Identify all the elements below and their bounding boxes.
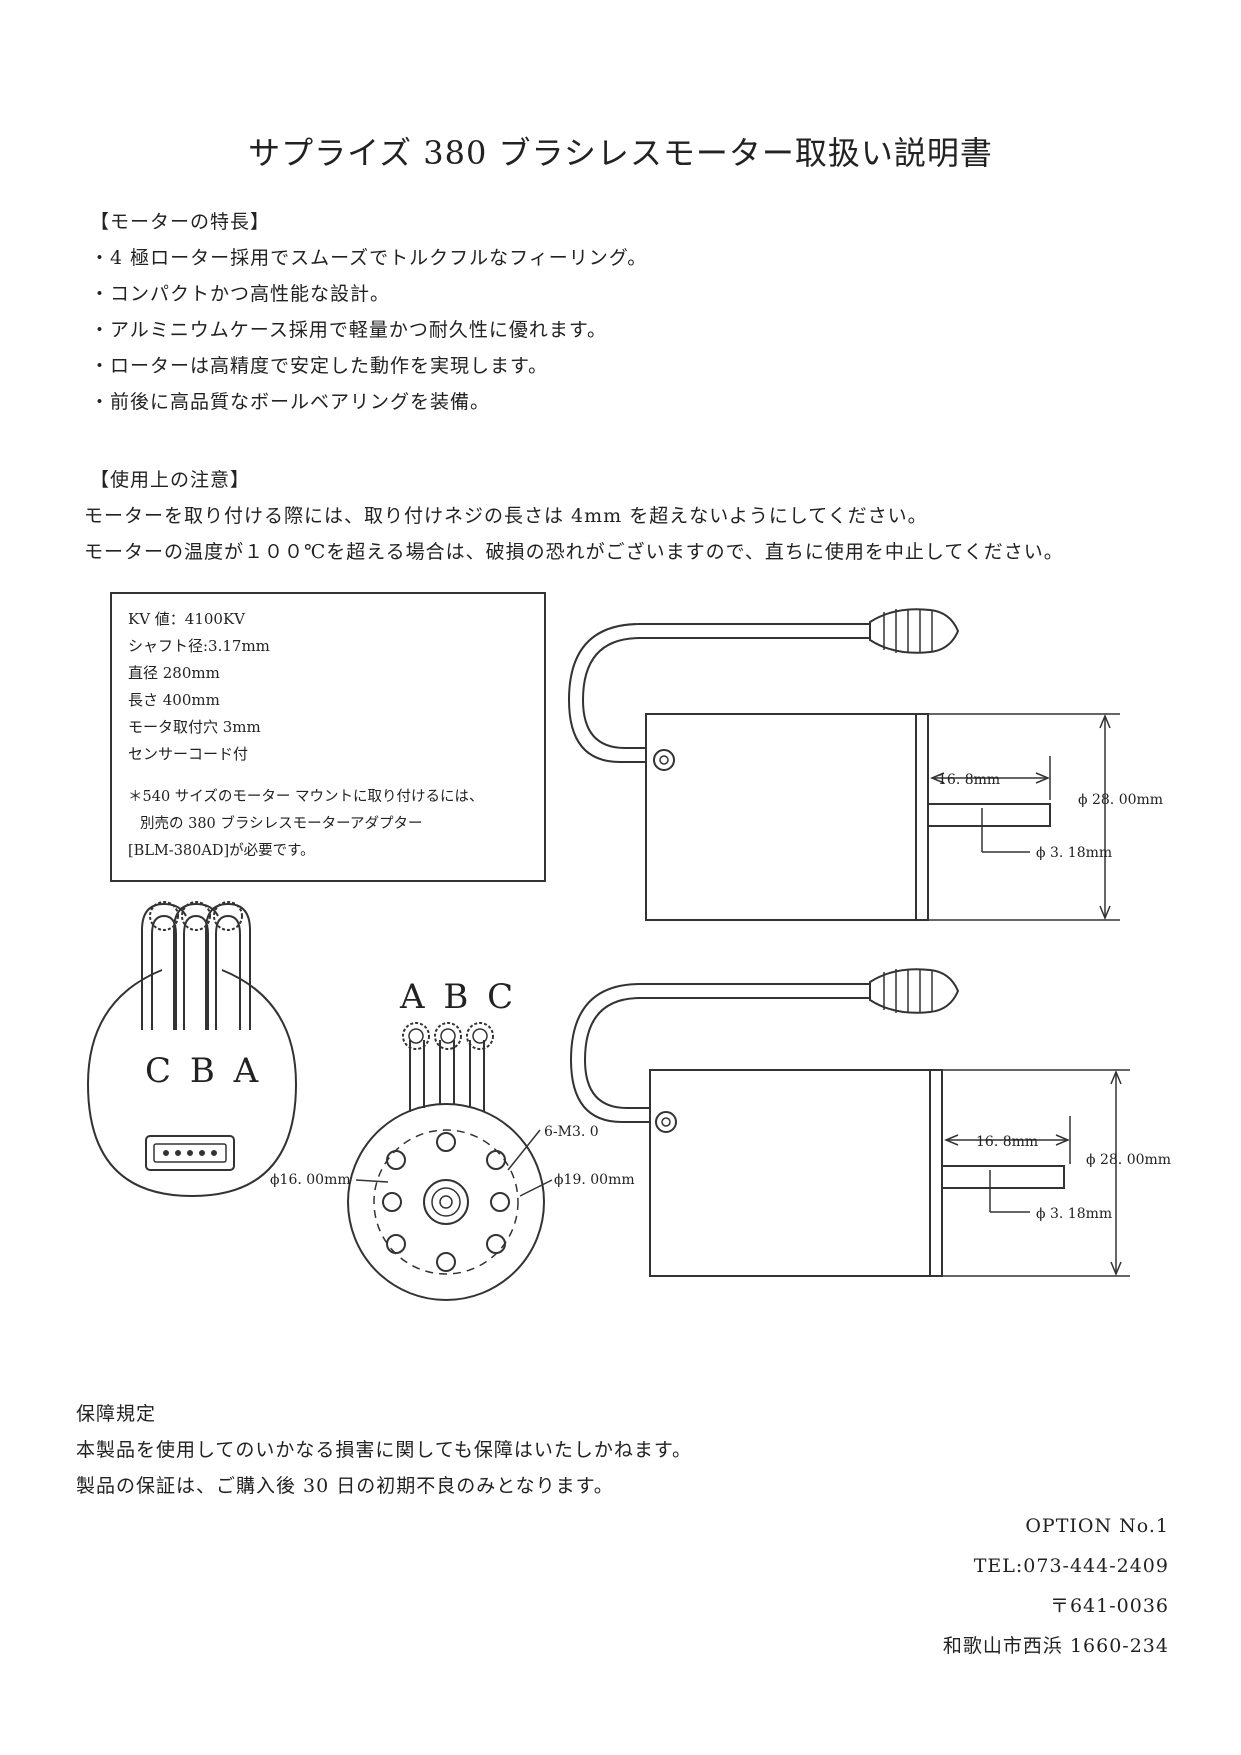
warranty-item: 本製品を使用してのいかなる損害に関しても保障はいたしかねます。: [76, 1439, 693, 1461]
features-section: 【モーターの特長】 ・4 極ローター採用でスムーズでトルクフルなフィーリング。 …: [90, 204, 647, 420]
spec-note: [BLM-380AD]が必要です。: [128, 843, 315, 859]
company-name: OPTION No.1: [1025, 1515, 1169, 1537]
front-wire-labels: A B C: [399, 977, 517, 1017]
feature-item: ・ローターは高精度で安定した動作を実現します。: [90, 355, 549, 377]
company-tel: TEL:073-444-2409: [973, 1555, 1169, 1577]
warranty-heading: 保障規定: [76, 1403, 157, 1425]
dim-hole-circle-small: ϕ16. 00mm: [270, 1172, 351, 1188]
side-view-top: [567, 608, 1120, 921]
side-view-bottom: [569, 968, 1130, 1277]
caution-item: モーターの温度が１００℃を超える場合は、破損の恐れがございますので、直ちに使用を…: [84, 541, 1064, 563]
spec-item: KV 値：4100KV: [128, 610, 246, 628]
company-address: 和歌山市西浜 1660-234: [942, 1635, 1169, 1657]
spec-item: 直径 280mm: [128, 664, 220, 682]
warranty-item: 製品の保証は、ご購入後 30 日の初期不良のみとなります。: [76, 1475, 614, 1497]
dim-shaft-diameter-bottom: ϕ 3. 18mm: [1036, 1206, 1112, 1222]
dim-diameter-bottom: ϕ 28. 00mm: [1086, 1152, 1171, 1168]
caution-section: 【使用上の注意】 モーターを取り付ける際には、取り付けネジの長さは 4mm を超…: [84, 462, 1064, 570]
spec-item: 長さ 400mm: [128, 691, 220, 709]
dim-mount-screws: 6-M3. 0: [544, 1124, 599, 1140]
spec-item: センサーコード付: [128, 745, 249, 763]
warranty-section: 保障規定 本製品を使用してのいかなる損害に関しても保障はいたしかねます。 製品の…: [76, 1396, 692, 1504]
dim-shaft-diameter-top: ϕ 3. 18mm: [1036, 845, 1112, 861]
spec-box: KV 値：4100KV シャフト径:3.17mm 直径 280mm 長さ 400…: [110, 592, 546, 882]
caution-heading: 【使用上の注意】: [90, 469, 251, 491]
page-title: サプライズ 380 ブラシレスモーター取扱い説明書: [248, 134, 993, 172]
front-view: [347, 1022, 553, 1301]
feature-item: ・コンパクトかつ高性能な設計。: [90, 283, 391, 305]
spec-item: モータ取付穴 3mm: [128, 718, 261, 736]
company-postal: 〒641-0036: [1049, 1595, 1169, 1617]
feature-item: ・前後に高品質なボールベアリングを装備。: [90, 391, 491, 413]
company-info: OPTION No.1 TEL:073-444-2409 〒641-0036 和…: [943, 1506, 1169, 1666]
feature-item: ・アルミニウムケース採用で軽量かつ耐久性に優れます。: [90, 319, 607, 341]
spec-note: ＊540 サイズのモーター マウントに取り付けるには、: [128, 789, 484, 805]
spec-note: 別売の 380 ブラシレスモーターアダプター: [140, 816, 423, 832]
spec-item: シャフト径:3.17mm: [128, 637, 270, 655]
dim-hole-circle-large: ϕ19. 00mm: [554, 1172, 635, 1188]
dim-diameter-top: ϕ 28. 00mm: [1078, 792, 1163, 808]
features-heading: 【モーターの特長】: [90, 211, 271, 233]
dim-shaft-length-top: 16. 8mm: [938, 772, 1000, 788]
rear-wire-labels: C B A: [145, 1051, 262, 1091]
dim-shaft-length-bottom: 16. 8mm: [976, 1134, 1038, 1150]
rear-view: [86, 901, 298, 1198]
feature-item: ・4 極ローター採用でスムーズでトルクフルなフィーリング。: [90, 247, 648, 269]
caution-item: モーターを取り付ける際には、取り付けネジの長さは 4mm を超えないようにしてく…: [84, 505, 928, 527]
